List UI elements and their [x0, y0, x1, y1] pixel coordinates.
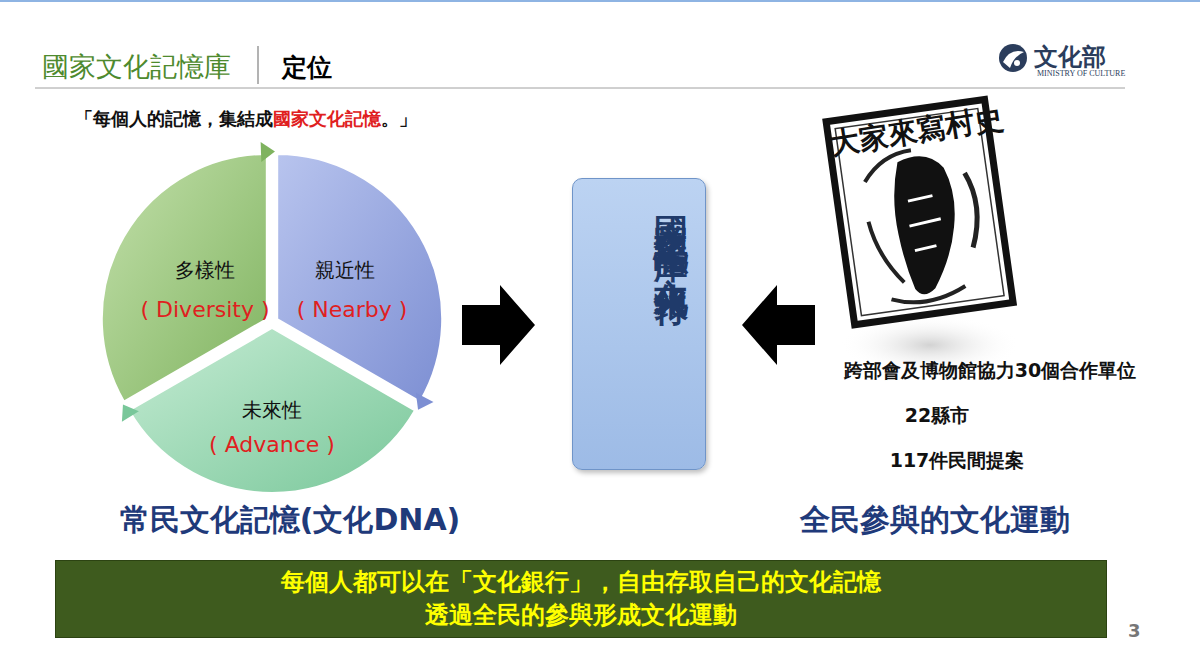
block-arrow-right	[462, 285, 535, 365]
summary-band: 每個人都可以在「文化銀行」，自由存取自己的文化記憶透過全民的參與形成文化運動	[55, 560, 1107, 638]
segment-text: 親近性	[235, 255, 455, 285]
pie-segment: 未來性 ( Advance )	[129, 328, 415, 493]
stat-text: 22縣市	[812, 403, 1062, 429]
quote-text: 。」	[381, 108, 417, 129]
segment-fill	[129, 328, 415, 493]
segment-text: ( Nearby )	[242, 295, 462, 325]
segment-arrow-tip	[261, 142, 275, 162]
vertical-text-group: 國家文化記憶庫【文化銀行】	[645, 189, 697, 465]
memory-bank-box: 國家文化記憶庫【文化銀行】	[572, 178, 706, 470]
title-separator	[257, 46, 259, 84]
block-arrow-left	[742, 285, 815, 365]
quote-highlight: 國家文化記憶	[273, 108, 381, 129]
page-number: 3	[1128, 620, 1141, 641]
section-caption: 全民參與的文化運動	[765, 500, 1105, 541]
top-rule	[0, 0, 1200, 2]
slide-title: 國家文化記憶庫	[42, 49, 231, 85]
stat-text: 跨部會及博物館協力30個合作單位	[810, 358, 1170, 384]
vertical-text: 國家文化記憶庫	[645, 189, 697, 224]
segment-arrow-tip	[122, 405, 139, 422]
logo-subtext: MINISTRY OF CULTURE	[1037, 69, 1125, 78]
title-underline	[35, 88, 1125, 89]
segment-text: ( Advance )	[162, 430, 382, 460]
quote-text: 「每個人的記憶，集結成	[75, 108, 273, 129]
vertical-text: 【文化銀行】	[645, 224, 697, 276]
stat-text: 117件民間提案	[812, 448, 1102, 474]
quote-line: 「每個人的記憶，集結成國家文化記憶。」	[75, 107, 417, 131]
section-caption: 常民文化記憶(文化DNA)	[90, 500, 490, 541]
segment-text: 未來性	[162, 395, 382, 425]
book-cover-illustration	[826, 99, 1013, 324]
ministry-logo-mark	[999, 44, 1027, 72]
band-text: 每個人都可以在「文化銀行」，自由存取自己的文化記憶	[56, 566, 1106, 599]
logo-text: 文化部	[1034, 41, 1106, 73]
segment-arrow-tip	[416, 393, 434, 410]
band-text: 透過全民的參與形成文化運動	[56, 599, 1106, 632]
subtitle: 定位	[282, 51, 332, 84]
